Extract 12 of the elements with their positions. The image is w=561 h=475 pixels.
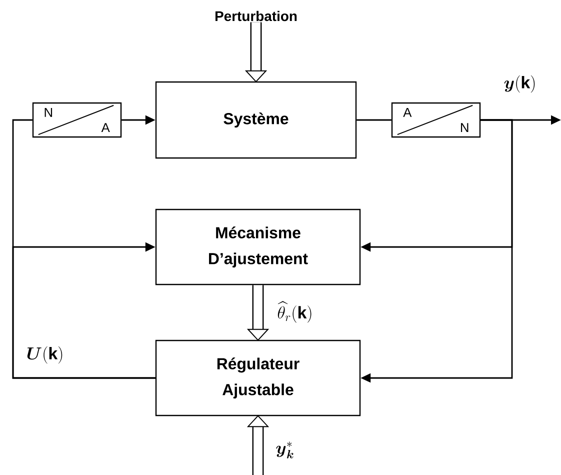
input-label: Perturbation	[215, 10, 297, 22]
process-box: Système	[155, 81, 357, 159]
signal-label: $\boldsymbol{y}(\mathbf{k})$	[504, 75, 535, 93]
signal-line	[356, 119, 392, 121]
converter-box: A N	[391, 102, 481, 138]
signal-label: $\boldsymbol{U}(\mathbf{k})$	[27, 346, 62, 364]
process-box: Régulateur Ajustable	[155, 340, 361, 416]
edge-label: $\widehat{\theta}_r(\mathbf{k})$	[278, 300, 312, 323]
arrow	[12, 242, 156, 379]
process-box: Mécanisme D’ajustement	[155, 208, 361, 286]
converter-box: N A	[32, 102, 122, 138]
edge-label: $\boldsymbol{y}_{\boldsymbol{k}}^{*}$	[276, 442, 294, 458]
